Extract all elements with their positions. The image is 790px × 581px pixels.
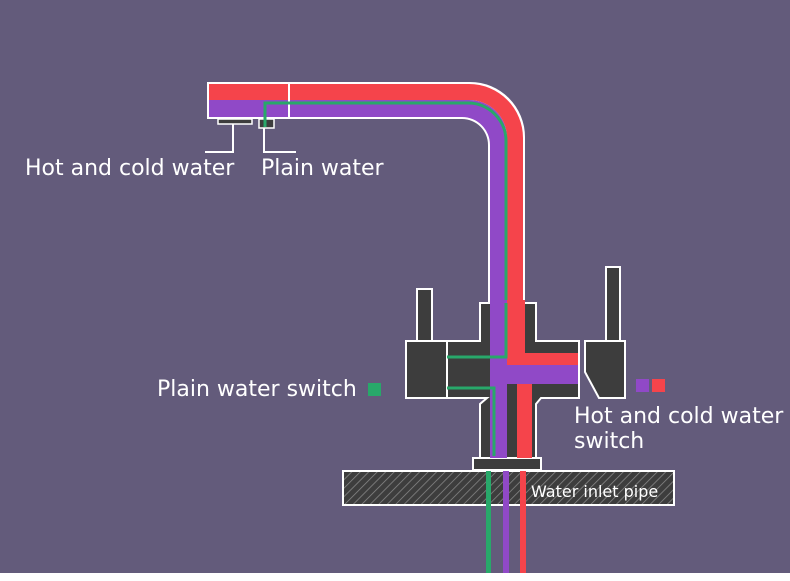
- mixed-water-channel: [209, 100, 507, 303]
- hot-cold-switch-label-1: Hot and cold water: [574, 404, 784, 429]
- mixed-inlet-pipe: [503, 471, 509, 573]
- inlet-pipe-label: Water inlet pipe: [531, 482, 658, 501]
- plain-switch-label: Plain water switch: [157, 377, 357, 402]
- hot-cold-switch-handle[interactable]: [584, 340, 626, 399]
- hot-water-channel: [209, 84, 523, 303]
- mixed-water-swatch: [636, 379, 649, 392]
- body-channels: [447, 300, 578, 458]
- plain-switch-lever[interactable]: [416, 288, 433, 342]
- plain-water-swatch: [368, 383, 381, 396]
- plain-leader: [263, 128, 296, 153]
- hot-cold-switch-label-2: switch: [574, 429, 644, 454]
- hot-cold-leader: [205, 124, 234, 153]
- spout: [207, 82, 525, 303]
- hot-water-swatch: [652, 379, 665, 392]
- plain-outlet-label: Plain water: [261, 156, 385, 181]
- hot-cold-outlet-label: Hot and cold water: [25, 156, 235, 181]
- plain-switch-handle[interactable]: [405, 340, 448, 399]
- mounting-plate: [472, 457, 542, 471]
- plain-water-line: [263, 101, 508, 303]
- hot-cold-switch-lever[interactable]: [605, 266, 621, 342]
- bottom-strip: [0, 573, 790, 581]
- plain-inlet-pipe: [486, 471, 491, 573]
- hot-cold-outlet-nozzle: [217, 118, 253, 125]
- hot-inlet-pipe: [520, 471, 526, 573]
